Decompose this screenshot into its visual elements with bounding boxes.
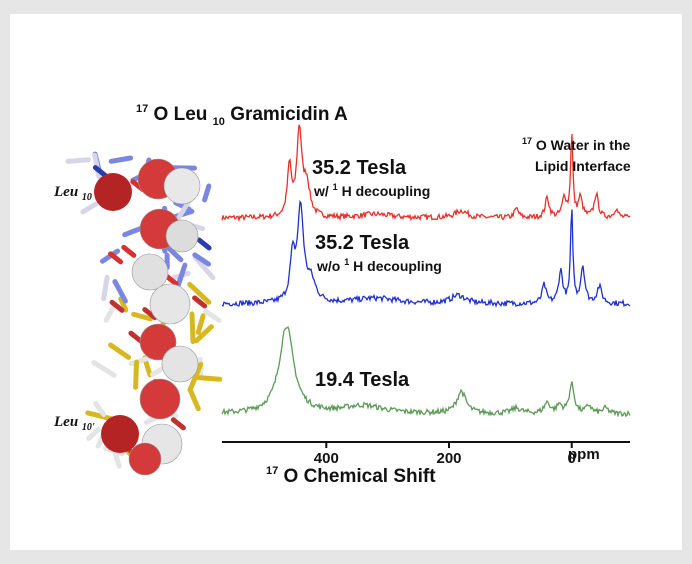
bond-stick bbox=[101, 274, 110, 302]
bond-stick bbox=[192, 295, 208, 309]
atom-sphere bbox=[131, 253, 169, 291]
spectrum-line-1 bbox=[221, 199, 631, 308]
bond-stick bbox=[187, 281, 212, 305]
bond-stick bbox=[189, 311, 196, 345]
atom-sphere bbox=[161, 345, 199, 383]
annotation-water-line1: 17 O Water in the bbox=[522, 131, 630, 153]
bond-stick bbox=[133, 359, 140, 390]
bond-stick bbox=[86, 426, 101, 441]
bond-stick bbox=[193, 255, 216, 281]
bond-stick bbox=[193, 324, 214, 344]
figure-card: 17 O Leu 10 Gramicidin A Leu 10 Leu 10' … bbox=[10, 14, 682, 550]
x-axis: 400 200 0 bbox=[222, 441, 630, 467]
atom-sphere bbox=[139, 323, 177, 361]
series-label-green: 19.4 Tesla bbox=[315, 369, 410, 391]
bond-stick bbox=[91, 360, 117, 378]
x-axis-unit: ppm bbox=[568, 446, 600, 463]
series-sublabel-blue: w/o 1 H decoupling bbox=[316, 252, 442, 274]
bond-stick bbox=[142, 307, 158, 321]
molecule-label-top: Leu 10 bbox=[53, 184, 92, 203]
atom-sphere bbox=[139, 378, 181, 420]
bond-stick bbox=[175, 262, 188, 288]
bond-stick bbox=[131, 311, 153, 322]
leu10-oxygen-sphere bbox=[94, 173, 132, 211]
x-tick-label-2: 0 bbox=[568, 450, 576, 467]
bond-stick bbox=[65, 157, 92, 164]
bond-stick bbox=[108, 251, 124, 265]
figure-svg: 17 O Leu 10 Gramicidin A Leu 10 Leu 10' … bbox=[53, 96, 631, 487]
spectra-plot bbox=[221, 124, 631, 418]
annotation-water-line2: Lipid Interface bbox=[535, 158, 631, 174]
bond-stick bbox=[196, 237, 212, 251]
bond-stick bbox=[103, 305, 116, 323]
bond-stick bbox=[195, 313, 206, 335]
series-label-blue: 35.2 Tesla bbox=[315, 232, 410, 254]
bond-stick bbox=[118, 296, 129, 313]
x-axis-label: 17 O Chemical Shift bbox=[266, 458, 436, 487]
title-superscript: 17 bbox=[136, 103, 148, 115]
bond-stick bbox=[203, 308, 222, 323]
bond-stick bbox=[202, 183, 212, 203]
title-main: O Leu bbox=[154, 104, 208, 125]
spectrum-line-0 bbox=[221, 124, 631, 223]
bond-stick bbox=[92, 165, 108, 179]
atom-sphere bbox=[165, 219, 199, 253]
bond-stick bbox=[187, 361, 204, 393]
bond-stick bbox=[196, 375, 223, 382]
bond-stick bbox=[80, 201, 99, 215]
series-label-red: 35.2 Tesla bbox=[312, 157, 407, 179]
atom-sphere bbox=[163, 167, 201, 205]
bond-stick bbox=[108, 155, 134, 164]
title-subscript: 10 bbox=[213, 116, 225, 128]
bond-stick bbox=[192, 252, 211, 267]
bond-stick bbox=[121, 244, 137, 258]
x-tick-label-1: 200 bbox=[436, 450, 461, 467]
spectrum-line-2 bbox=[221, 325, 631, 418]
gramicidin-structure-illustration bbox=[65, 151, 223, 476]
atom-sphere bbox=[149, 283, 191, 325]
bond-stick bbox=[85, 410, 116, 422]
x-tick-label-0: 400 bbox=[314, 450, 339, 467]
molecule-label-bottom: Leu 10' bbox=[53, 414, 95, 433]
atom-sphere bbox=[128, 442, 162, 476]
bond-stick bbox=[109, 299, 125, 313]
bond-stick bbox=[175, 198, 192, 222]
series-sublabel-red: w/ 1 H decoupling bbox=[313, 177, 430, 199]
figure-title: 17 O Leu 10 Gramicidin A bbox=[136, 96, 348, 130]
leu10-prime-oxygen-sphere bbox=[101, 415, 139, 453]
bond-stick bbox=[187, 387, 201, 412]
title-tail: Gramicidin A bbox=[230, 104, 348, 125]
bond-stick bbox=[128, 330, 144, 344]
bond-stick bbox=[108, 342, 132, 360]
bond-stick bbox=[93, 401, 107, 417]
bond-stick bbox=[163, 273, 179, 287]
bond-stick bbox=[170, 417, 186, 431]
bond-stick bbox=[112, 279, 128, 304]
